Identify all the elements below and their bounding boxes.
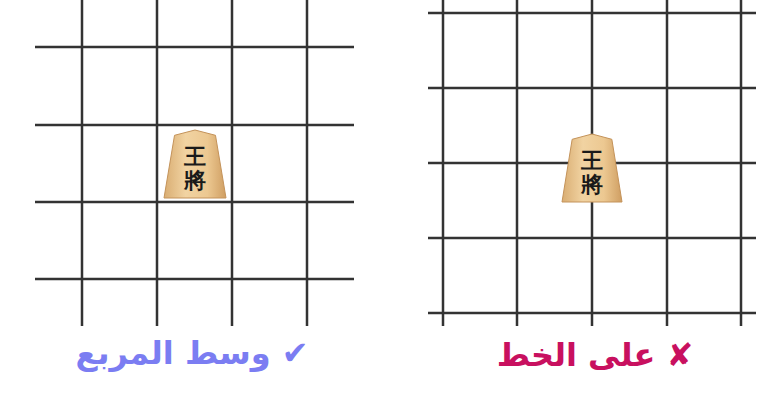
caption-label: ✔ وسط المربع [76, 334, 309, 372]
piece-body [562, 134, 622, 202]
piece-label: 王將 [184, 144, 206, 192]
right-grid [428, 0, 756, 326]
left-grid [35, 0, 354, 326]
piece-body [164, 130, 226, 198]
caption-label: ✘ على الخط [497, 336, 694, 374]
shogi-piece: 王將 [561, 133, 623, 203]
piece-label: 王將 [581, 148, 603, 196]
shogi-piece: 王將 [163, 129, 227, 199]
